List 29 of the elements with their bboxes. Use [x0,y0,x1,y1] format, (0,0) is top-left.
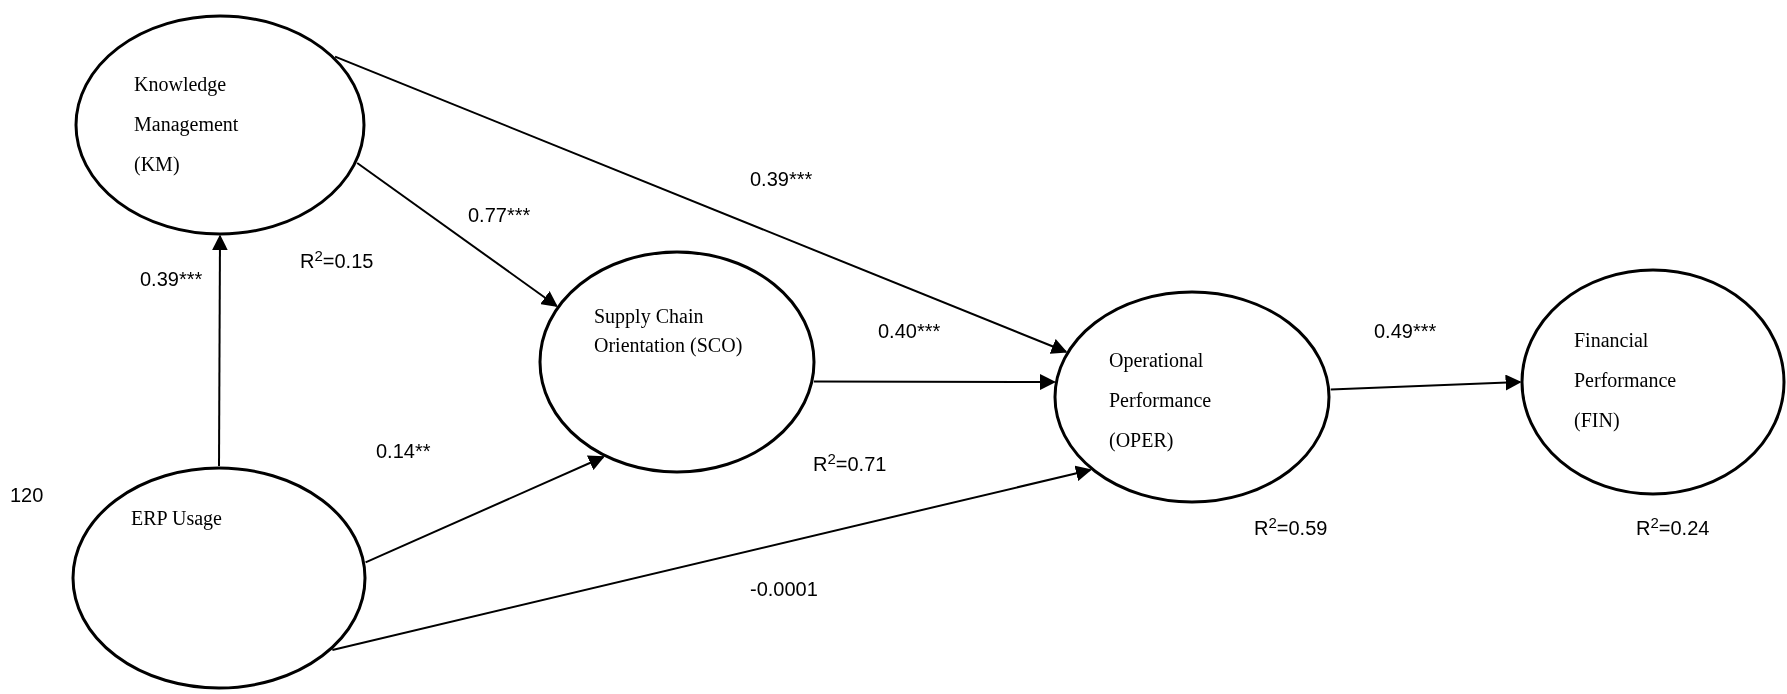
arrow [334,55,1068,354]
construct-ellipse [74,14,366,236]
construct-ellipse [71,466,367,690]
path-coefficient: 0.39*** [750,167,813,192]
path-coefficient: 0.49*** [1374,319,1437,344]
arrow [364,455,605,564]
node-label: Operational Performance (OPER) [1109,348,1213,454]
path-coefficient: 0.14** [376,439,431,464]
path-coefficient: 0.39*** [140,267,203,292]
path-coefficient: 0.77*** [468,203,531,228]
arrow [331,465,1092,651]
path-coefficient: -0.0001 [750,577,818,602]
construct-ellipse [1520,268,1786,496]
r-squared-label: R$^{2}$=0.24 [1636,513,1710,541]
node-label: Financial Performance (FIN) [1574,328,1678,434]
arrow [812,374,1056,391]
arrow [1329,374,1522,391]
node-label: ERP Usage [131,506,223,532]
node-label: Knowledge Management (KM) [134,72,240,178]
arrow [356,161,558,307]
r-squared-label: R$^{2}$=0.59 [1254,513,1328,541]
note-label: 120 [10,483,44,508]
path-coefficient: 0.40*** [878,319,941,344]
construct-ellipse [1053,290,1331,504]
r-squared-label: R$^{2}$=0.15 [300,246,374,274]
node-label: Supply Chain Orientation (SCO) [594,304,744,359]
construct-ellipse [538,250,816,474]
r-squared-label: R$^{2}$=0.71 [813,449,887,477]
arrow [211,234,228,467]
